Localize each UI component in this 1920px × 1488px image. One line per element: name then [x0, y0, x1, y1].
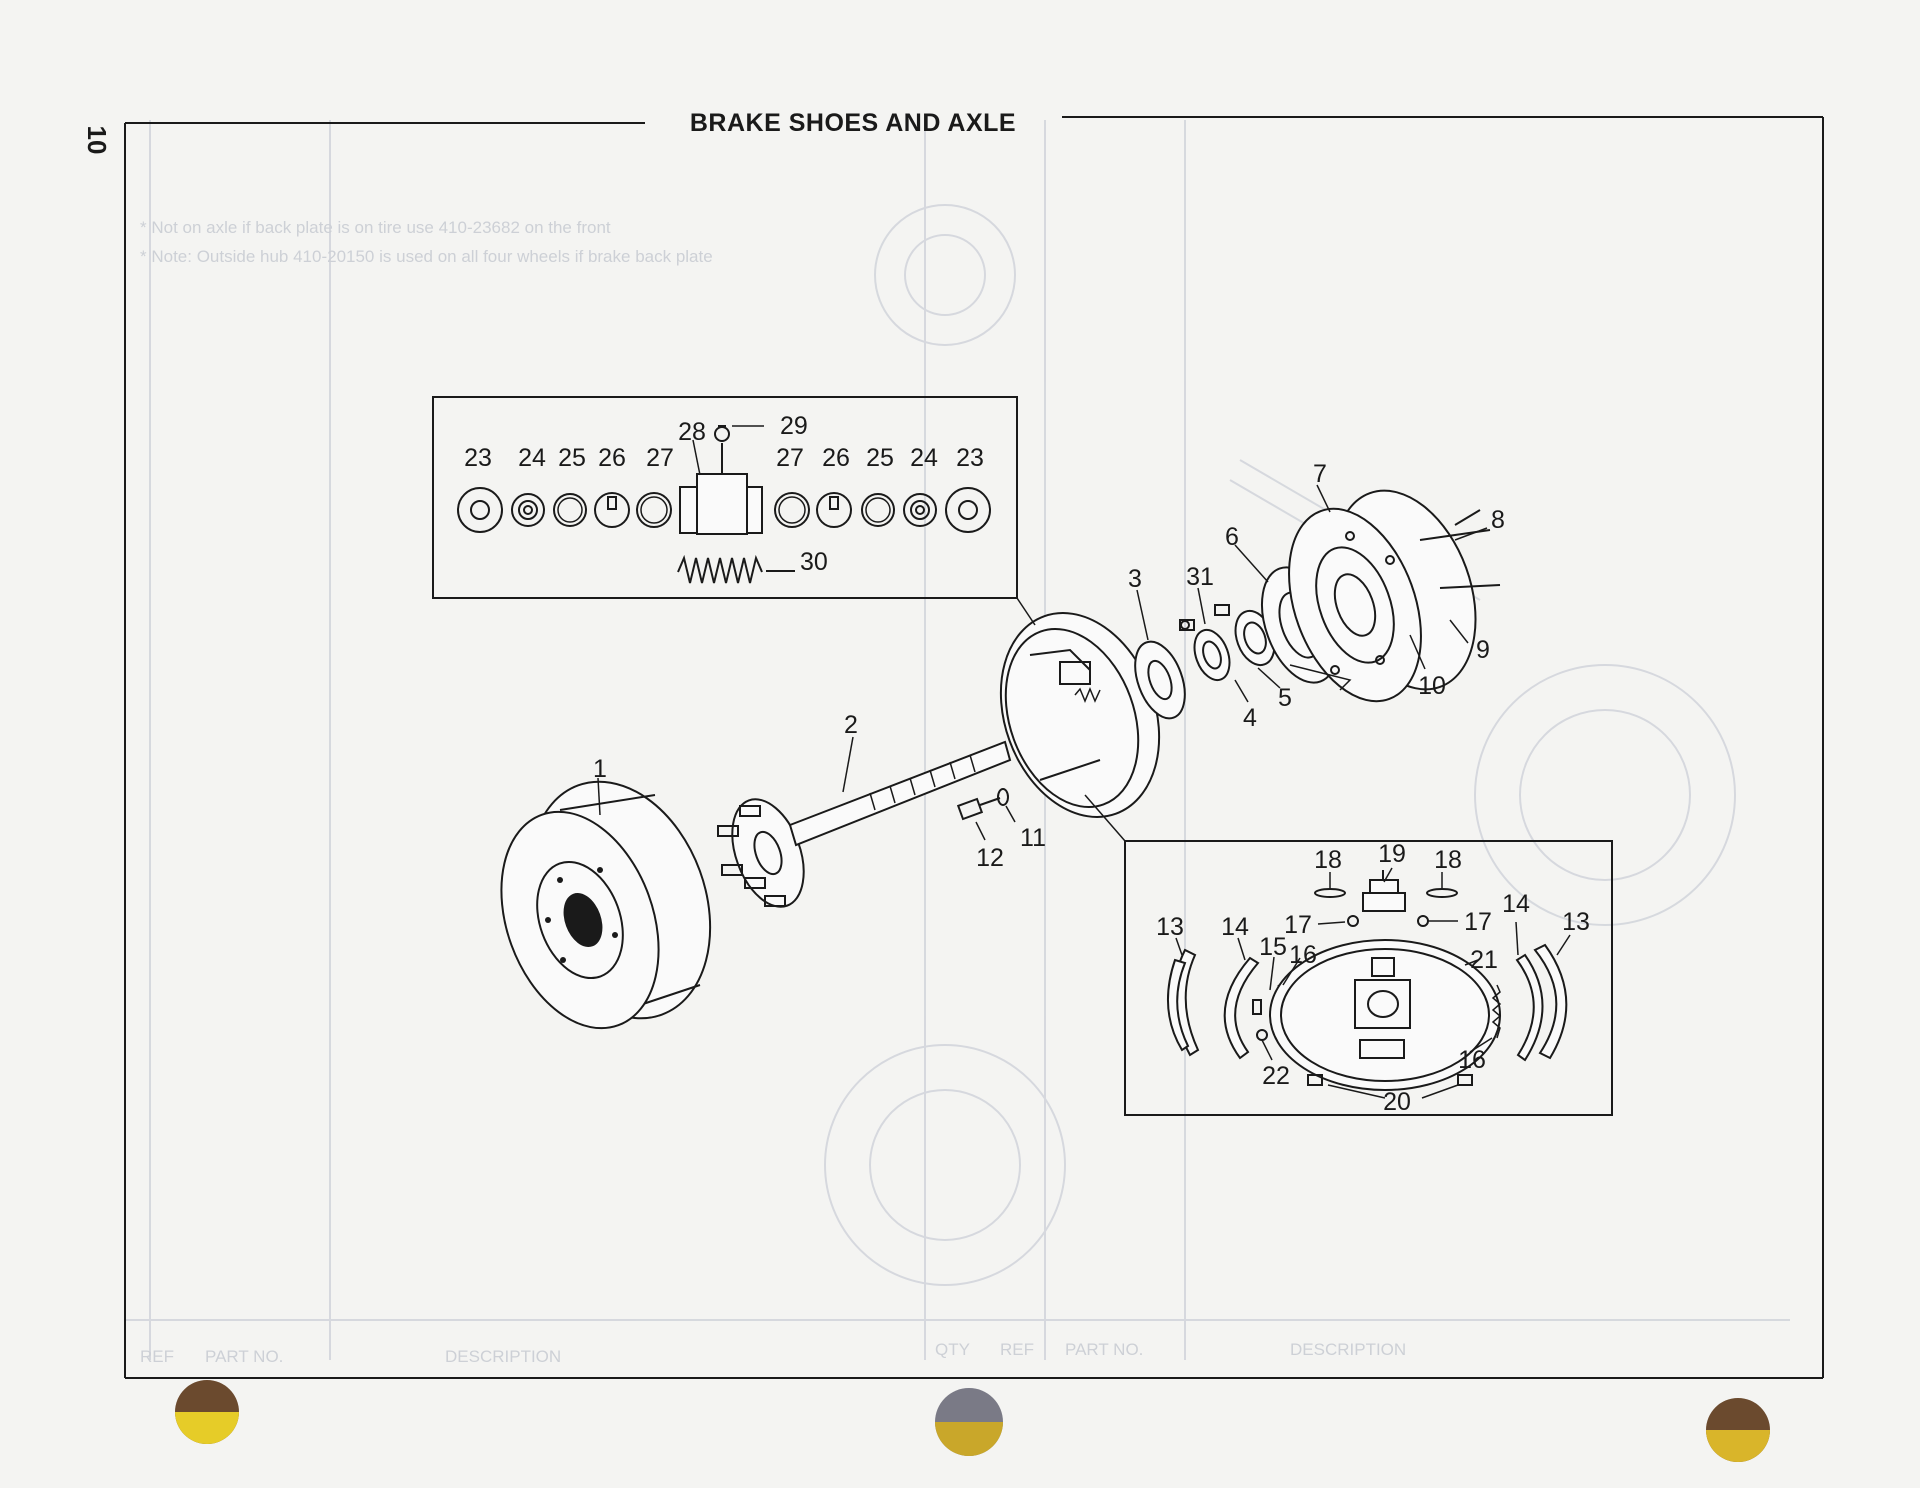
- callout-16-left: 16: [1289, 941, 1317, 969]
- callout-20: 20: [1383, 1088, 1411, 1116]
- bleed-footer-ref: REF: [140, 1347, 174, 1366]
- brake-drum: [500, 780, 712, 1030]
- callout-17-right: 17: [1464, 908, 1492, 936]
- callout-25-left: 25: [558, 444, 586, 472]
- callout-22: 22: [1262, 1062, 1290, 1090]
- callout-17-left: 17: [1284, 911, 1312, 939]
- callout-18-left: 18: [1314, 846, 1342, 874]
- bleed-footer-partno-2: PART NO.: [1065, 1340, 1143, 1359]
- callout-12: 12: [976, 844, 1004, 872]
- bleed-footer-ref-2: REF: [1000, 1340, 1034, 1359]
- callout-9: 9: [1476, 636, 1490, 664]
- callout-14-left: 14: [1221, 913, 1249, 941]
- brake-backing-plate: [999, 612, 1161, 818]
- callout-23-left: 23: [464, 444, 492, 472]
- callout-25-right: 25: [866, 444, 894, 472]
- page-number: 10: [82, 126, 112, 155]
- callout-23-right: 23: [956, 444, 984, 472]
- callout-15: 15: [1259, 933, 1287, 961]
- callout-10: 10: [1418, 672, 1446, 700]
- bleed-note-1: * Not on axle if back plate is on tire u…: [140, 218, 611, 237]
- callout-24-right: 24: [910, 444, 938, 472]
- callout-5: 5: [1278, 684, 1292, 712]
- bleed-through-background: * Not on axle if back plate is on tire u…: [125, 120, 1790, 1366]
- page-title: BRAKE SHOES AND AXLE: [690, 109, 1016, 137]
- callout-7: 7: [1313, 460, 1327, 488]
- callout-31: 31: [1186, 563, 1214, 591]
- wheel-hub: [1288, 489, 1501, 703]
- callout-1: 1: [593, 755, 607, 783]
- callout-27-left: 27: [646, 444, 674, 472]
- callout-24-left: 24: [518, 444, 546, 472]
- callout-30: 30: [800, 548, 828, 576]
- callout-18-right: 18: [1434, 846, 1462, 874]
- callout-3: 3: [1128, 565, 1142, 593]
- callout-4: 4: [1243, 704, 1257, 732]
- main-exploded-view: 1 2 3 31 4 5 6 7 8 9 10 11 12: [500, 460, 1505, 1030]
- callout-26-left: 26: [598, 444, 626, 472]
- page-frame: BRAKE SHOES AND AXLE 10: [82, 109, 1824, 1379]
- callout-13-left: 13: [1156, 913, 1184, 941]
- bolt-and-washer: [956, 788, 1009, 821]
- bleed-footer-partno: PART NO.: [205, 1347, 283, 1366]
- callout-21: 21: [1470, 946, 1498, 974]
- bleed-footer-desc: DESCRIPTION: [445, 1347, 561, 1366]
- callout-27-right: 27: [776, 444, 804, 472]
- callout-28: 28: [678, 418, 706, 446]
- axle-shaft: [788, 740, 1012, 847]
- hub-components: [1134, 604, 1276, 720]
- callout-16-right: 16: [1458, 1046, 1486, 1074]
- bleed-footer-desc-2: DESCRIPTION: [1290, 1340, 1406, 1359]
- callout-2: 2: [844, 711, 858, 739]
- callout-11: 11: [1020, 824, 1046, 852]
- callout-26-right: 26: [822, 444, 850, 472]
- inset-wheel-cylinder: 23 24 25 26 27 28 29 27 26 25 24 23 30: [432, 396, 1018, 599]
- bleed-note-2: * Note: Outside hub 410-20150 is used on…: [140, 247, 713, 266]
- callout-13-right: 13: [1562, 908, 1590, 936]
- callout-8: 8: [1491, 506, 1505, 534]
- inset-brake-shoes: 18 19 18 17 17 13 14 15 16 21 14 13 16 2…: [1124, 840, 1613, 1116]
- axle-hub-flange: [717, 798, 805, 908]
- callout-14-right: 14: [1502, 890, 1530, 918]
- binder-holes: [175, 1380, 1770, 1462]
- callout-6: 6: [1225, 523, 1239, 551]
- callout-19: 19: [1378, 840, 1406, 868]
- bleed-footer-qty: QTY: [935, 1340, 970, 1359]
- callout-29: 29: [780, 412, 808, 440]
